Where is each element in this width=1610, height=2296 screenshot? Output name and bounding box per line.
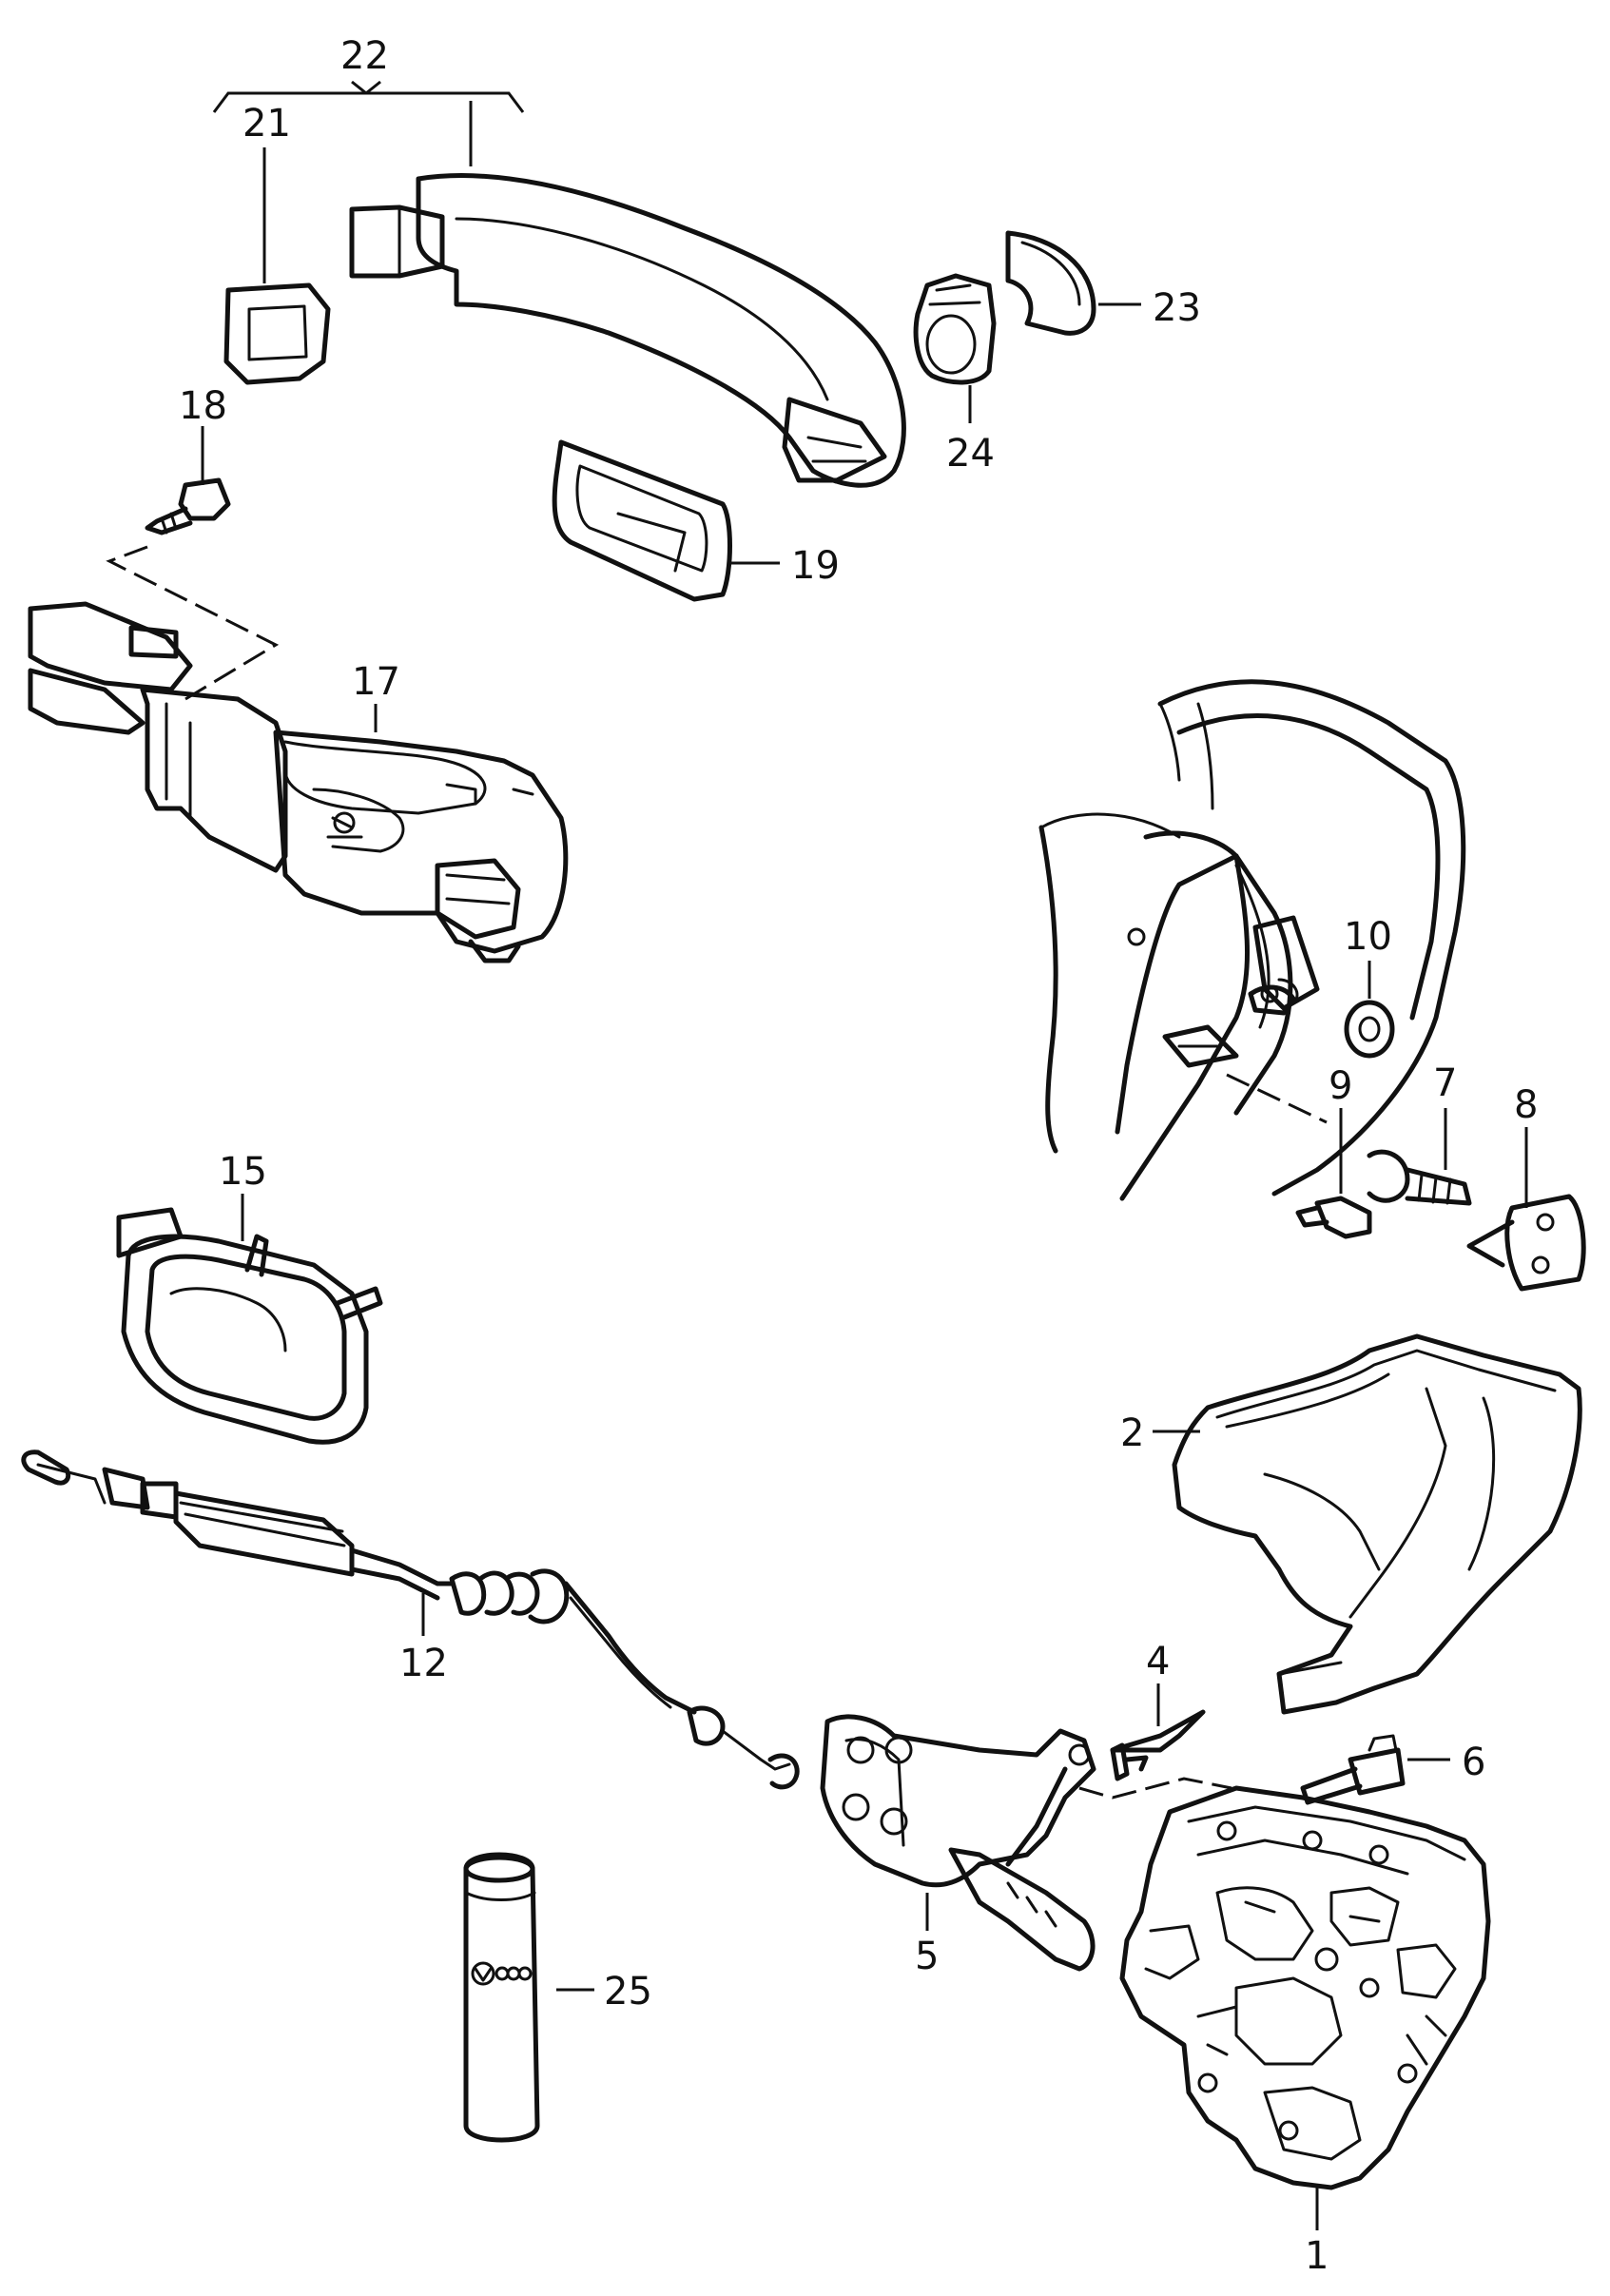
callout-17: 17 bbox=[352, 660, 400, 704]
part-2-lock-cover bbox=[1153, 1333, 1582, 1715]
callout-19: 19 bbox=[791, 544, 840, 588]
callout-15: 15 bbox=[219, 1150, 267, 1194]
part-12-cable bbox=[21, 1450, 800, 1790]
part-1-door-lock bbox=[1078, 1777, 1491, 2230]
part-18-screw bbox=[106, 426, 280, 701]
callout-1: 1 bbox=[1305, 2234, 1329, 2278]
callout-6: 6 bbox=[1462, 1741, 1485, 1784]
callout-5: 5 bbox=[915, 1935, 939, 1978]
callout-7: 7 bbox=[1433, 1061, 1457, 1105]
callout-4: 4 bbox=[1146, 1640, 1170, 1683]
callout-21: 21 bbox=[242, 102, 291, 146]
callout-25: 25 bbox=[604, 1970, 652, 2014]
part-22-outer-handle bbox=[212, 80, 906, 488]
part-10-grommet bbox=[1344, 961, 1395, 1059]
part-21-gasket bbox=[223, 147, 331, 385]
callout-22: 22 bbox=[340, 34, 389, 78]
part-25-spray-can bbox=[463, 1852, 594, 2143]
callout-12: 12 bbox=[399, 1642, 448, 1685]
callout-23: 23 bbox=[1153, 286, 1201, 330]
callout-8: 8 bbox=[1514, 1083, 1538, 1127]
callout-24: 24 bbox=[946, 432, 995, 476]
callout-2: 2 bbox=[1120, 1411, 1144, 1455]
part-4-pin bbox=[1110, 1683, 1206, 1781]
part-24-lock-cylinder bbox=[913, 273, 997, 423]
callout-10: 10 bbox=[1344, 915, 1392, 959]
callout-18: 18 bbox=[179, 384, 227, 428]
part-7-striker-bolt bbox=[1367, 1108, 1472, 1206]
body-door-frame bbox=[1038, 679, 1466, 1201]
part-6-micro-switch bbox=[1300, 1734, 1450, 1805]
part-5-lever-bracket bbox=[820, 1714, 1096, 1972]
callout-labels: 22 21 23 24 18 19 17 10 7 8 9 15 2 12 4 … bbox=[179, 34, 1538, 2278]
part-9-screw bbox=[1295, 1108, 1372, 1239]
part-8-striker-plate bbox=[1466, 1127, 1586, 1292]
part-23-cap bbox=[1005, 230, 1141, 336]
part-17-handle-carrier bbox=[28, 601, 569, 963]
part-15-inner-handle bbox=[116, 1194, 383, 1445]
callout-9: 9 bbox=[1329, 1064, 1352, 1108]
part-19-seal bbox=[552, 439, 780, 602]
